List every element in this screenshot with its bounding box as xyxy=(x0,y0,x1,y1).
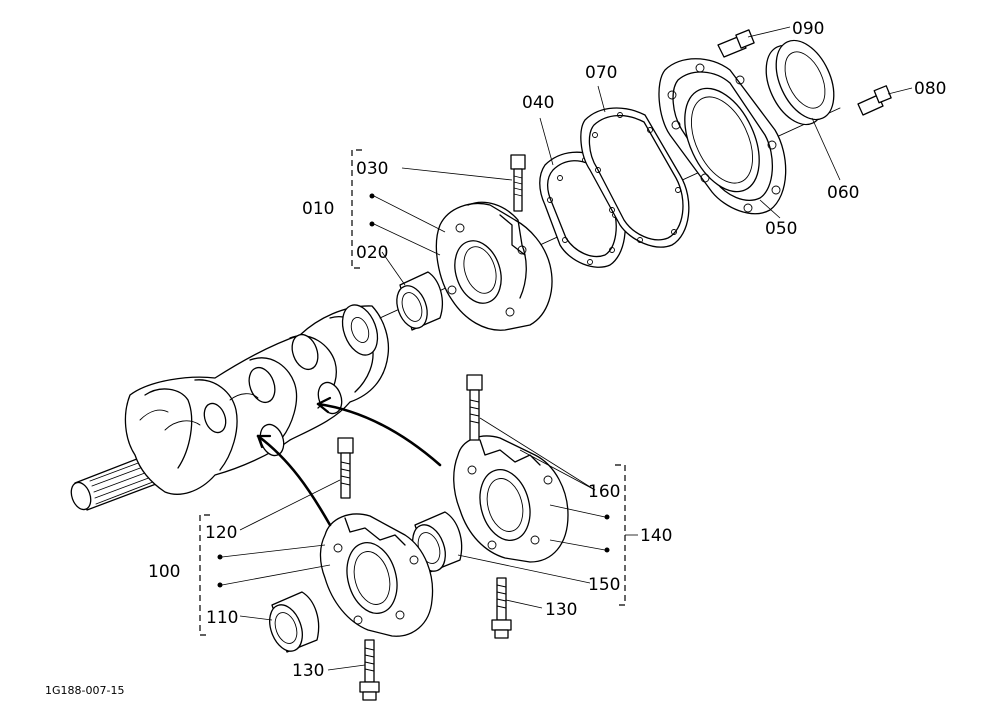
callout-080: 080 xyxy=(914,79,946,99)
callout-010: 010 xyxy=(302,199,334,219)
bolt-130-right xyxy=(491,577,512,639)
callout-100: 100 xyxy=(148,562,180,582)
callout-030: 030 xyxy=(356,159,388,179)
screw-080 xyxy=(857,85,892,116)
assembly-arrow-lower xyxy=(256,434,332,527)
callout-110: 110 xyxy=(206,608,238,628)
bearing-case-100 xyxy=(319,513,434,637)
crankshaft xyxy=(70,304,390,511)
bolt-130-bottom xyxy=(359,639,380,701)
bolt-160 xyxy=(466,374,483,441)
callout-160: 160 xyxy=(588,482,620,502)
callout-060: 060 xyxy=(827,183,859,203)
assembly-arrow-upper xyxy=(316,402,442,467)
callout-140: 140 xyxy=(640,526,672,546)
bullet-dots xyxy=(217,193,610,588)
bolt-030 xyxy=(510,154,526,212)
callout-090: 090 xyxy=(792,19,824,39)
callout-040: 040 xyxy=(522,93,554,113)
callout-070: 070 xyxy=(585,63,617,83)
callout-120: 120 xyxy=(205,523,237,543)
bearing-020 xyxy=(396,271,443,331)
callout-130-right: 130 xyxy=(545,600,577,620)
housing-050 xyxy=(658,58,787,215)
callout-150: 150 xyxy=(588,575,620,595)
callout-labels: 030 010 020 040 070 090 080 060 050 120 … xyxy=(148,19,946,681)
callout-050: 050 xyxy=(765,219,797,239)
bolt-120 xyxy=(337,437,354,499)
bearing-case-010 xyxy=(435,201,553,331)
bracket-100 xyxy=(199,514,210,636)
oil-seal-060 xyxy=(765,39,835,126)
screw-090 xyxy=(717,29,755,58)
callout-020: 020 xyxy=(356,243,388,263)
bearing-110 xyxy=(269,591,320,653)
callout-130-bottom: 130 xyxy=(292,661,324,681)
bearing-case-140 xyxy=(453,435,569,563)
bearing-150 xyxy=(412,511,463,573)
bracket-010 xyxy=(351,149,362,269)
leader-lines xyxy=(221,26,913,671)
drawing-reference: 1G188-007-15 xyxy=(45,684,124,697)
gasket-070 xyxy=(580,107,690,248)
